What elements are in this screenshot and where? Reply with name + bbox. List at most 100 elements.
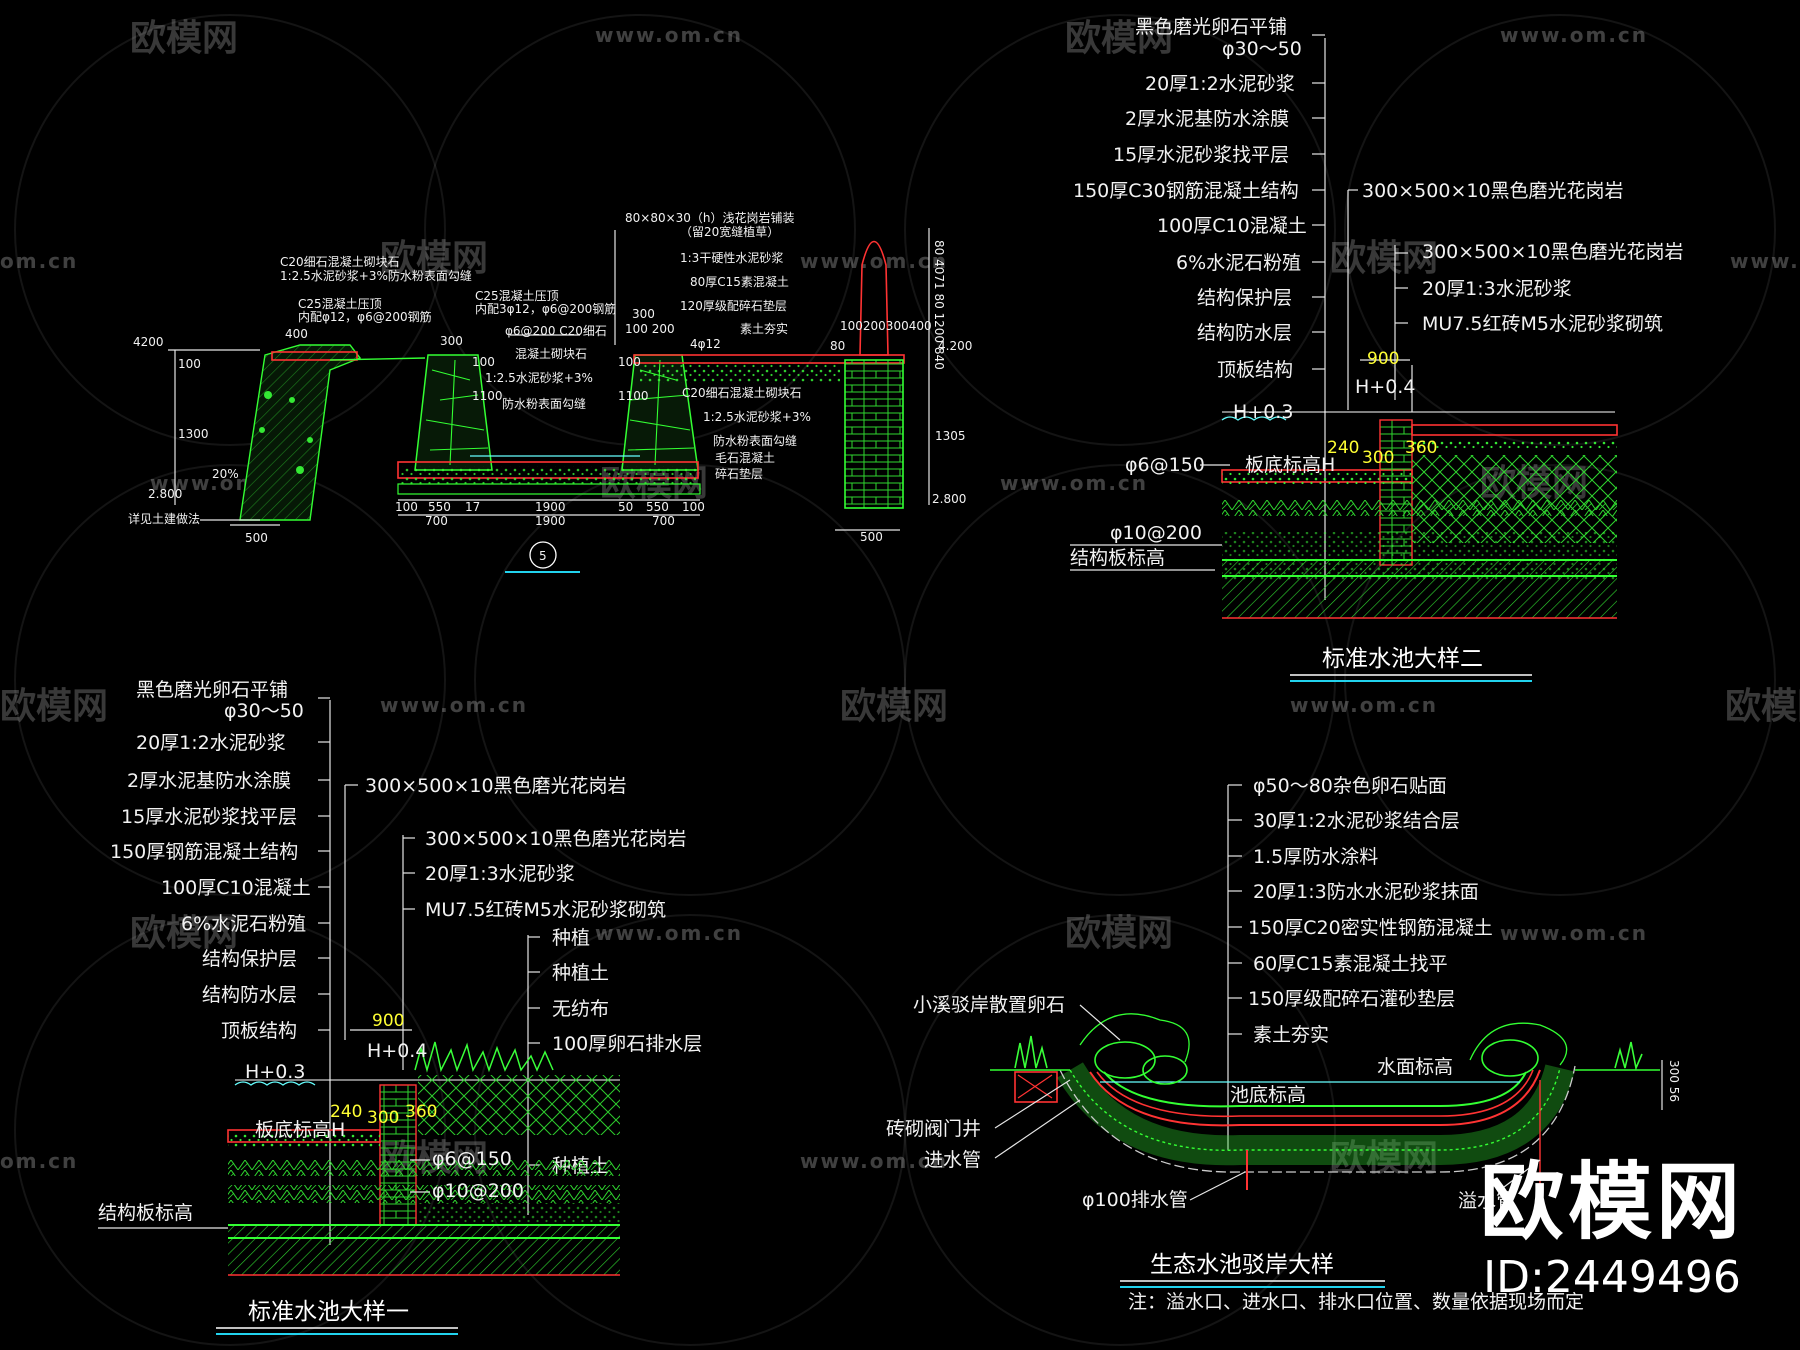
label-inlet: 进水管 — [924, 1149, 981, 1171]
eco-detail: φ50～80杂色卵石贴面 30厚1:2水泥砂浆结合层 1.5厚防水涂料 20厚1… — [886, 775, 1681, 1313]
label-concrete-block: 混凝土砌块石 — [515, 346, 587, 361]
label-c20-block: C20细石混凝土砌块石 — [280, 254, 400, 269]
pillar — [845, 360, 903, 508]
watermark-url: www.om.cn — [380, 693, 528, 717]
layer-label: φ30～50 — [1222, 38, 1302, 60]
label-rubble: 毛石混凝土 — [715, 450, 775, 465]
eco-layer-label: 150厚C20密实性钢筋混凝土 — [1248, 917, 1493, 939]
layer-label: 顶板结构 — [221, 1020, 297, 1042]
detail-two-title: 标准水池大样二 — [1322, 646, 1483, 672]
watermark-url: www.om.cn — [595, 921, 743, 945]
watermark-brand: 欧模网 — [1725, 686, 1800, 727]
dim-240: 240 — [330, 1102, 362, 1122]
eco-layer-label: 素土夯实 — [1253, 1024, 1329, 1046]
watermark-brand: 欧模网 — [130, 913, 238, 954]
dim-400: 400 — [285, 327, 308, 341]
mark-struct-elev: 结构板标高 — [98, 1202, 193, 1224]
layer-label: 6%水泥石粉殖 — [181, 913, 306, 935]
plant-label: 种植 — [552, 927, 590, 949]
watermark-url: www.om.cn — [1500, 921, 1648, 945]
label-c20-block-r: C20细石混凝土砌块石 — [682, 385, 802, 400]
callout-circle — [529, 541, 557, 569]
label-c25-rebar: 内配φ12，φ6@200钢筋 — [298, 309, 432, 324]
right-label: 20厚1:3水泥砂浆 — [1422, 278, 1572, 300]
svg-text:50: 50 — [618, 500, 633, 514]
watermark-brand: 欧模网 — [0, 686, 108, 727]
dim-slope: 20% — [212, 467, 239, 481]
watermark-url: www.om.cn — [800, 1149, 948, 1173]
layer-label: 黑色磨光卵石平铺 — [136, 679, 288, 701]
pillar-cap — [859, 240, 889, 356]
layer-label: 2厚水泥基防水涂膜 — [127, 770, 291, 792]
brand-id: ID:2449496 — [1483, 1252, 1741, 1303]
dim-300: 300 — [367, 1108, 399, 1128]
layer-label: 顶板结构 — [1217, 359, 1293, 381]
detail-one-section — [227, 1029, 620, 1276]
layer-label: 6%水泥石粉殖 — [1176, 252, 1301, 274]
layer-label: 150厚钢筋混凝土结构 — [110, 841, 298, 863]
label-crushed: 碎石垫层 — [715, 466, 763, 481]
right-label: MU7.5红砖M5水泥砂浆砌筑 — [1422, 313, 1663, 335]
brand-logo: 欧模网 — [1479, 1153, 1744, 1251]
watermark-url: www.om.cn — [1000, 471, 1148, 495]
eco-layer-label: 150厚级配碎石灌砂垫层 — [1248, 988, 1455, 1010]
plant-label: 种植土 — [552, 962, 609, 984]
layer-label: 100厚C10混凝土 — [161, 877, 311, 899]
svg-text:550: 550 — [646, 500, 669, 514]
svg-text:100: 100 — [395, 500, 418, 514]
detail-two: 黑色磨光卵石平铺 φ30～50 20厚1:2水泥砂浆 2厚水泥基防水涂膜 15厚… — [1070, 16, 1684, 682]
dim-2800b: 2.800 — [932, 492, 966, 506]
label-mortar-3b: 1:2.5水泥砂浆+3% — [703, 409, 811, 424]
dim-2800: 2.800 — [148, 487, 182, 501]
label-mortar-dry: 1:3干硬性水泥砂浆 — [680, 250, 783, 265]
dim-row-1: 100 550 17 1900 50 550 100 — [395, 500, 705, 514]
svg-text:17: 17 — [465, 500, 480, 514]
dim-500b: 500 — [860, 530, 883, 544]
watermark-brand: 欧模网 — [130, 18, 238, 59]
dim-1300: 1300 — [178, 427, 209, 441]
label-c25-2: C25混凝土压顶 — [475, 288, 559, 303]
right-label: 20厚1:3水泥砂浆 — [425, 863, 575, 885]
dim-900: 900 — [372, 1011, 404, 1031]
label-valve-well: 砖砌阀门井 — [886, 1118, 981, 1140]
eco-layer-label: 30厚1:2水泥砂浆结合层 — [1253, 810, 1460, 832]
dim-80: 80 — [830, 339, 845, 353]
mark-rebar150: φ6@150 — [1125, 454, 1205, 476]
watermark-brand: 欧模网 — [1065, 913, 1173, 954]
layer-label: 20厚1:2水泥砂浆 — [1145, 73, 1295, 95]
watermark-brand: 欧模网 — [840, 686, 948, 727]
layer-label: 结构防水层 — [202, 984, 297, 1006]
eco-layer-label: 60厚C15素混凝土找平 — [1253, 953, 1448, 975]
label-bottom: 池底标高 — [1230, 1084, 1306, 1106]
label-c25-rebar-2: 内配3φ12，φ6@200钢筋 — [475, 301, 616, 316]
svg-text:1900: 1900 — [535, 500, 566, 514]
label-rebar-c20: φ6@200 C20细石 — [505, 324, 607, 338]
dim-1100b: 1100 — [618, 389, 649, 403]
layer-label: 结构保护层 — [1197, 287, 1292, 309]
label-mortar: 1:2.5水泥砂浆+3%防水粉表面勾缝 — [280, 268, 472, 283]
dim-top-small: 100200300400 — [840, 319, 932, 333]
right-label: 300×500×10黑色磨光花岗岩 — [365, 775, 627, 797]
plant-label: 100厚卵石排水层 — [552, 1033, 702, 1055]
detail-one: 黑色磨光卵石平铺 φ30～50 20厚1:2水泥砂浆 2厚水泥基防水涂膜 15厚… — [98, 679, 702, 1335]
watermark-url: www.om.cn — [595, 23, 743, 47]
label-see-arch: 详见土建做法 — [128, 511, 200, 526]
layer-label: 150厚C30钢筋混凝土结构 — [1073, 180, 1299, 202]
label-c25: C25混凝土压顶 — [298, 296, 382, 311]
svg-text:700: 700 — [425, 514, 448, 528]
callout-number: 5 — [539, 549, 547, 563]
dim-4200b: 4.200 — [938, 339, 972, 353]
mark-rebar200: φ10@200 — [432, 1180, 524, 1202]
layer-label: 2厚水泥基防水涂膜 — [1125, 108, 1289, 130]
top-left-section: 5 80×80×30（h）浅花岗岩铺装 （留20宽缝植草） 1:3干硬性水泥砂浆… — [128, 210, 972, 573]
mark-rebar200: φ10@200 — [1110, 522, 1202, 544]
label-c15: 80厚C15素混凝土 — [690, 274, 789, 289]
label-waterproof: 防水粉表面勾缝 — [502, 396, 586, 411]
label-cobble: 小溪驳岸散置卵石 — [913, 994, 1065, 1016]
detail-two-section — [1221, 359, 1618, 619]
svg-text:1900: 1900 — [535, 514, 566, 528]
dim-100b: 100 — [472, 355, 495, 369]
eco-layer-label: φ50～80杂色卵石贴面 — [1253, 775, 1447, 797]
watermark-url: om.cn — [0, 1149, 78, 1173]
